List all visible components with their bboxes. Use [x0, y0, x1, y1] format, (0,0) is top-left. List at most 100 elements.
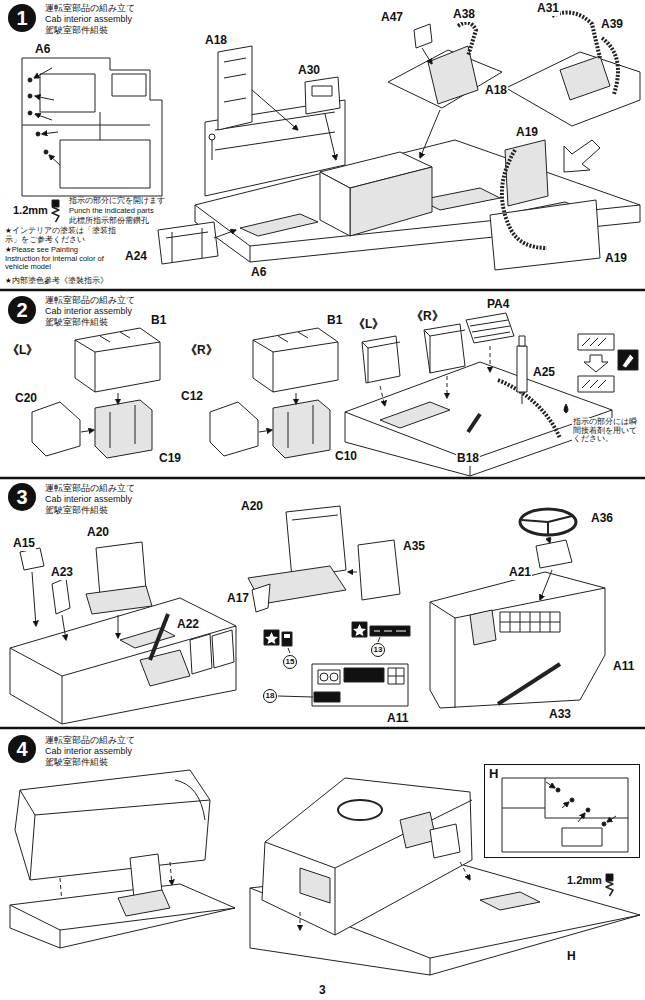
note-text: 指示の部分には瞬間接着剤を用いてください。: [572, 418, 640, 444]
cab-parts: [158, 222, 218, 264]
cab-floor: [470, 320, 510, 338]
part-number: A23: [50, 566, 74, 580]
cab-parts: [505, 140, 548, 206]
decal-sheet: [330, 673, 338, 681]
step-number-text: 2: [16, 300, 27, 320]
part-number: A38: [452, 8, 476, 22]
part-number: C12: [180, 390, 204, 404]
decal-sheet: [282, 632, 292, 646]
cab-parts: [224, 58, 246, 102]
cab-shell: [175, 780, 205, 820]
cab-floor: [212, 630, 234, 668]
detail-inset: H: [484, 764, 640, 858]
part-number: C10: [334, 450, 358, 464]
cab-assembly: [460, 862, 470, 880]
glue-icon: [564, 404, 568, 413]
cab-parts: [602, 38, 618, 94]
cab-parts: [252, 90, 298, 130]
cab-parts: [560, 56, 610, 100]
cab-assembly: [338, 800, 382, 820]
part-number: A20: [86, 526, 110, 540]
cab-shell: [170, 862, 172, 885]
cab-parts: [218, 46, 252, 130]
side-mark: 《L》: [6, 344, 39, 358]
cab-floor: [10, 598, 236, 724]
seat: [348, 572, 357, 573]
cab-floor: [362, 342, 400, 383]
part-number: A18: [204, 34, 228, 48]
dashboard: [430, 572, 605, 708]
inset-chassis: [502, 778, 628, 852]
cab-assembly: [300, 912, 301, 930]
dashboard: [500, 612, 560, 632]
decal-number-text: 18: [266, 692, 275, 700]
drill-icon: [52, 207, 59, 222]
inset-chassis: [562, 802, 569, 808]
seat: [292, 515, 338, 520]
step-number: 4: [8, 735, 36, 763]
cab-floor: [52, 578, 70, 614]
sub-assembly: [118, 393, 119, 404]
sub-assembly: [32, 328, 160, 458]
step-title: 駕駛室部件組裝: [44, 317, 109, 327]
sub-assembly: [210, 328, 338, 458]
part-number: A18: [484, 84, 508, 98]
dashboard: [430, 588, 605, 708]
inset-chassis: [40, 74, 95, 112]
cab-floor: [140, 650, 190, 686]
sub-assembly: [32, 328, 338, 458]
dashboard: [536, 540, 572, 568]
sub-assembly: [110, 405, 135, 448]
cab-floor: [522, 392, 523, 404]
cab-assembly: [300, 868, 330, 903]
inset-chassis: [578, 813, 585, 822]
part-number: A31: [536, 2, 560, 16]
cab-shell: [10, 770, 235, 948]
decal-sheet: [318, 670, 340, 684]
detail-inset-text: H: [488, 767, 499, 780]
inset-chassis: [35, 96, 54, 100]
inset-chassis: [36, 132, 40, 136]
glue-icon: [578, 376, 614, 392]
drill-icon: [606, 874, 613, 896]
step-title: 運転室部品の組み立て: [44, 3, 136, 13]
part-number: A6: [250, 266, 267, 280]
sub-assembly: [75, 332, 160, 392]
cab-assembly: [265, 800, 472, 935]
cab-shell: [10, 905, 235, 948]
cab-parts: [564, 140, 600, 172]
step-number: 2: [8, 296, 36, 324]
step-title: 駕駛室部件組裝: [44, 25, 109, 35]
cab-parts: [420, 110, 440, 158]
part-number: PA4: [486, 298, 510, 312]
dashboard: [500, 612, 560, 632]
inset-chassis: [22, 58, 162, 196]
decal-sheet: [284, 634, 290, 638]
cab-floor: [468, 414, 480, 432]
cab-parts: [414, 24, 432, 48]
dashboard: [522, 516, 572, 534]
inset-chassis: [49, 155, 60, 165]
cab-floor: [86, 586, 152, 614]
part-number: A47: [380, 11, 404, 25]
glue-icon: [582, 380, 606, 388]
step-divider: [0, 289, 645, 292]
seat: [252, 584, 270, 612]
cab-floor: [209, 134, 215, 140]
part-number: A20: [240, 500, 264, 514]
part-number: B18: [456, 452, 480, 466]
cab-shell: [118, 890, 170, 916]
sub-assembly: [75, 328, 160, 392]
cab-floor: [118, 615, 119, 638]
seat: [286, 506, 346, 578]
drill-icon: [606, 881, 613, 896]
cab-floor: [320, 172, 350, 236]
cab-floor: [212, 140, 213, 160]
part-number: B1: [326, 314, 343, 328]
glue-icon: [584, 355, 608, 372]
step-number-text: 4: [16, 739, 27, 759]
part-number: A11: [612, 660, 635, 674]
part-number: A6: [34, 43, 51, 57]
inset-chassis: [570, 798, 574, 802]
decal-sheet: [320, 673, 328, 681]
